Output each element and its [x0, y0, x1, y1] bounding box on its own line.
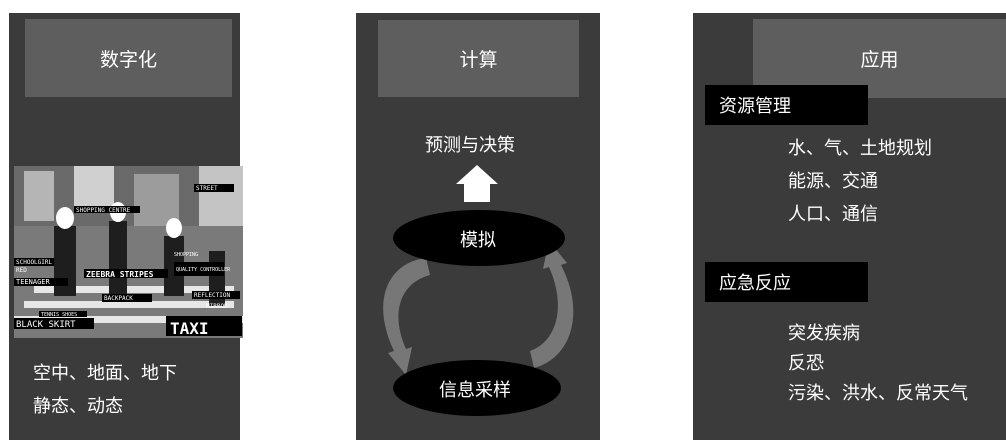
emergency-item: 污染、洪水、反常天气 [788, 383, 968, 404]
left-curved-arrow-icon [383, 258, 430, 375]
collage-word: BACKPACK [104, 295, 133, 302]
sampling-node [393, 360, 561, 416]
collage-word: MIRROR [206, 303, 228, 310]
digitization-title: 数字化 [99, 48, 157, 71]
emergency-item: 反恐 [788, 353, 824, 374]
application-header: 应用 [753, 19, 1006, 98]
emergency-item: 突发疾病 [788, 323, 860, 344]
resource-item: 水、气、土地规划 [788, 138, 932, 159]
simulation-label: 模拟 [460, 230, 496, 251]
resource-management-title: 资源管理 [719, 96, 791, 117]
sampling-label: 信息采样 [439, 380, 511, 401]
application-panel: 应用 资源管理 水、气、土地规划 能源、交通 人口、通信 应急反应 突发疾病 反… [693, 13, 1006, 440]
up-arrow-icon [456, 165, 498, 202]
prediction-decision-label: 预测与决策 [425, 135, 515, 156]
collage-word: SHOPPING [174, 252, 198, 258]
collage-word: ZEEBRA STRIPES [86, 270, 154, 279]
collage-word: TENNIS SHOES [41, 312, 77, 318]
state-line: 静态、动态 [33, 396, 123, 417]
emergency-response-title: 应急反应 [719, 273, 791, 294]
scope-line: 空中、地面、地下 [33, 363, 177, 384]
collage-word: REFLECTION [194, 292, 231, 299]
collage-word: SCHOOLGIRL [16, 259, 53, 266]
digitization-panel: 数字化 [9, 13, 243, 440]
collage-word: STREET [196, 185, 218, 192]
application-title: 应用 [860, 49, 899, 71]
collage-word: BLACK SKIRT [16, 320, 76, 330]
computation-header: 计算 [378, 20, 579, 97]
collage-word: TAXI [170, 319, 209, 338]
digitization-header: 数字化 [25, 19, 232, 97]
right-curved-arrow-icon [530, 241, 574, 368]
street-scene-collage: SHOPPING CENTRE ZEEBRA STRIPES TEENAGER … [14, 166, 243, 338]
emergency-response-label: 应急反应 [705, 262, 868, 302]
simulation-node [393, 210, 565, 266]
collage-word: TEENAGER [16, 278, 51, 286]
resource-management-label: 资源管理 [705, 85, 868, 125]
computation-title: 计算 [459, 49, 498, 71]
computation-cycle-diagram [383, 165, 574, 416]
collage-word: QUALITY CONTROLLER [176, 267, 231, 273]
collage-word: SHOPPING CENTRE [76, 207, 131, 214]
collage-word: RED [16, 267, 27, 274]
resource-item: 能源、交通 [788, 171, 878, 192]
computation-panel: 计算 预测与决策 模拟 信息采样 [356, 13, 600, 440]
resource-item: 人口、通信 [788, 204, 878, 225]
